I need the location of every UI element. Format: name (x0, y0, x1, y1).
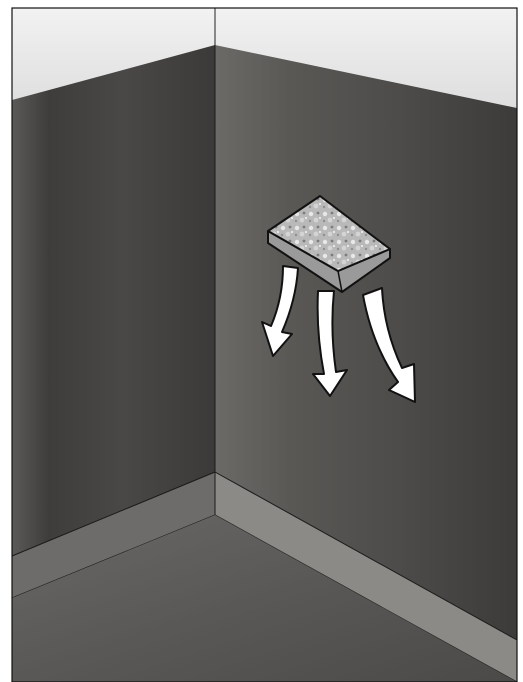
left-wall (12, 45, 215, 556)
